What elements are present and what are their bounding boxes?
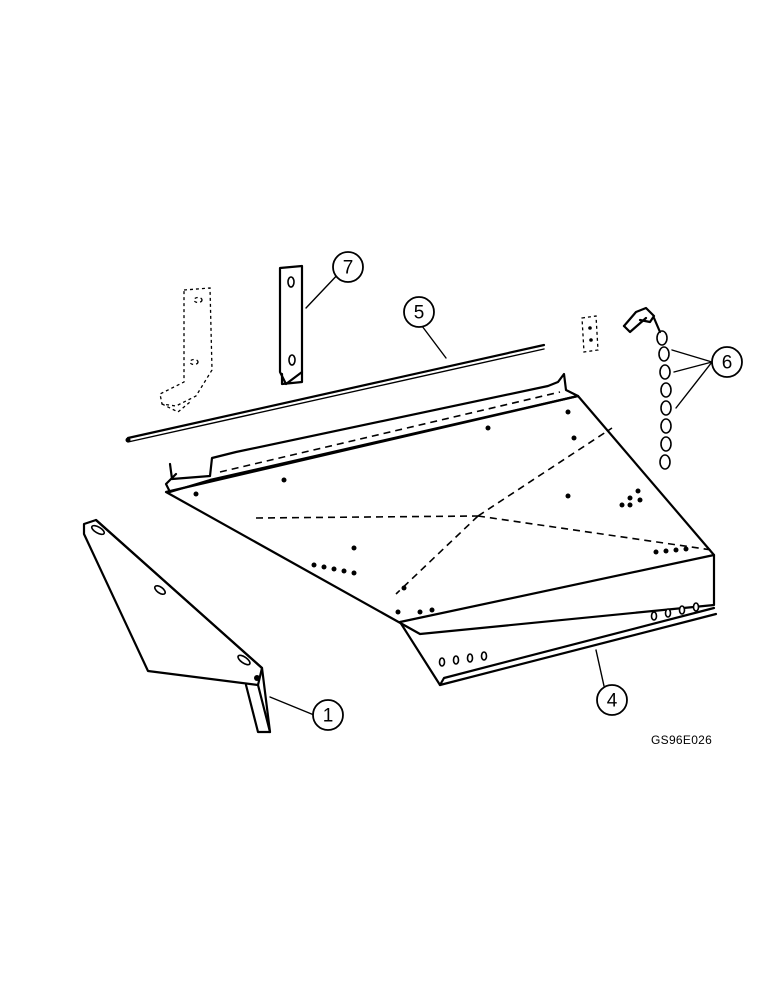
ghost-bracket bbox=[159, 287, 213, 413]
callout-4: 4 bbox=[596, 684, 628, 716]
callout-5-label: 5 bbox=[414, 303, 425, 324]
leader-lines bbox=[269, 269, 713, 716]
side-shield-panel bbox=[82, 518, 272, 734]
bracket-strap bbox=[278, 264, 304, 386]
callout-4-label: 4 bbox=[607, 691, 618, 712]
callout-6: 6 bbox=[711, 346, 743, 378]
chain-with-hook bbox=[622, 306, 672, 470]
ghost-plate bbox=[581, 315, 599, 353]
callout-6-label: 6 bbox=[722, 353, 733, 374]
figure-id: GS96E026 bbox=[651, 733, 713, 747]
callout-7-label: 7 bbox=[343, 258, 354, 279]
rod bbox=[125, 343, 546, 443]
callout-1-label: 1 bbox=[323, 706, 334, 727]
callout-5: 5 bbox=[403, 296, 435, 328]
main-pan-deflector bbox=[164, 372, 718, 687]
callout-7: 7 bbox=[332, 251, 364, 283]
callout-1: 1 bbox=[312, 699, 344, 731]
